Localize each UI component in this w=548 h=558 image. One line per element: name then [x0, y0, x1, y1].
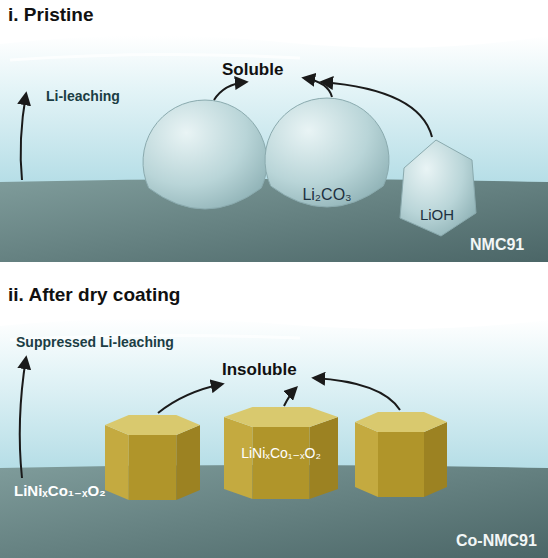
wave [10, 54, 300, 60]
coating-label: LiNiₓCo₁₋ₓO₂ [14, 482, 106, 500]
compound-label: Li₂CO₃ [262, 186, 392, 204]
arrow [314, 378, 400, 410]
process-label: Suppressed Li-leaching [16, 334, 174, 350]
arrow [21, 94, 26, 180]
hex-shape [396, 138, 478, 238]
dome-node: Li₂CO₃ [262, 96, 392, 228]
process-label: Li-leaching [46, 88, 120, 104]
prism [355, 412, 447, 497]
hex-node: LiOH [396, 138, 478, 238]
dome-shape [262, 96, 392, 228]
arrow [158, 384, 222, 413]
dome [143, 100, 267, 209]
prism-node: LiNiₓCo₁₋ₓO₂ [222, 405, 340, 502]
panel-heading: i. Pristine [8, 4, 94, 26]
panel-heading: ii. After dry coating [8, 284, 180, 306]
compound-label: LiNiₓCo₁₋ₓO₂ [222, 445, 340, 461]
prism [105, 415, 200, 500]
compound-label: LiOH [396, 206, 478, 223]
material-label: NMC91 [470, 236, 524, 254]
arrow [20, 358, 26, 478]
arrow [214, 82, 246, 100]
property-label: Insoluble [222, 360, 297, 380]
property-label: Soluble [222, 60, 283, 80]
sky [0, 318, 548, 472]
arrow [284, 388, 296, 406]
material-label: Co-NMC91 [456, 532, 537, 550]
arrow [304, 78, 332, 97]
